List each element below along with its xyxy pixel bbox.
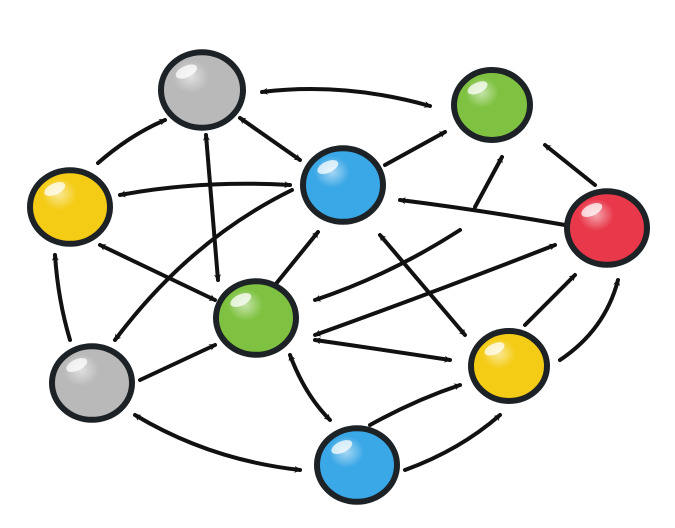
edge-yellow-left-to-green-center [98,243,217,302]
edge-red-right-to-green-top-right [543,143,597,187]
node-green-top-right [451,67,533,143]
edge-gray-top-to-green-center [202,133,222,282]
edge-yellow-left-to-blue-center [118,181,292,198]
edge-green-center-to-yellow-right [313,337,452,363]
edge-gray-top-to-green-top-right [260,87,432,108]
edge-gray-bottom-left-to-green-center [138,343,217,382]
edge-green-center-to-blue-bottom [288,353,332,422]
node-blue-bottom [314,425,400,505]
node-green-center [213,278,299,358]
edge-red-right-to-green-top-right [473,155,504,209]
edge-blue-center-to-yellow-right [378,233,467,337]
node-gray-top [158,49,246,131]
edge-blue-bottom-to-yellow-right [403,413,502,472]
node-yellow-left [27,167,113,247]
edge-yellow-right-to-red-right [523,273,577,327]
edge-blue-bottom-to-yellow-right [368,383,462,427]
edge-gray-bottom-left-to-yellow-left [51,253,72,342]
edge-blue-center-to-green-top-right [383,130,447,167]
edge-yellow-right-to-red-right [558,278,620,362]
edge-red-right-to-blue-center [398,197,567,227]
edge-green-center-to-red-right [313,243,557,337]
edge-yellow-left-to-gray-top [96,118,167,165]
node-blue-center [300,145,386,225]
node-yellow-right [468,328,550,404]
node-gray-bottom-left [49,343,135,423]
node-red-right [564,188,650,268]
edge-gray-top-to-blue-center [238,116,302,162]
edge-gray-bottom-left-to-blue-bottom [133,413,302,473]
edge-green-center-to-blue-center [273,230,320,287]
